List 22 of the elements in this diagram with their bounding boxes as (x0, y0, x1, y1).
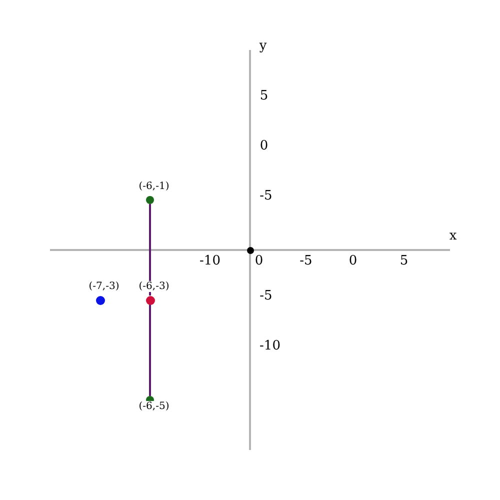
line-segment (149, 204, 151, 296)
point-label: (-6,-3) (138, 281, 170, 292)
tick-label: 0 (260, 138, 268, 154)
tick-label: -5 (260, 288, 272, 304)
tick-label: 5 (400, 254, 408, 268)
point-marker (146, 196, 154, 204)
point-label: (-6,-1) (138, 181, 170, 192)
point-label: (-6,-5) (138, 401, 170, 412)
tick-label: -10 (200, 254, 220, 268)
point-label: (-7,-3) (88, 281, 120, 292)
point-marker (96, 296, 104, 304)
axis-label: y (259, 38, 267, 54)
tick-label: -5 (300, 254, 312, 268)
point-marker (246, 246, 254, 254)
tick-label: -5 (260, 188, 272, 204)
tick-label: 5 (260, 88, 268, 104)
axis-label: x (449, 228, 457, 244)
point-marker (146, 296, 154, 304)
tick-label: 0 (348, 254, 358, 268)
line-segment (149, 304, 151, 396)
tick-label: -10 (260, 338, 280, 354)
tick-label: 0 (254, 254, 264, 268)
